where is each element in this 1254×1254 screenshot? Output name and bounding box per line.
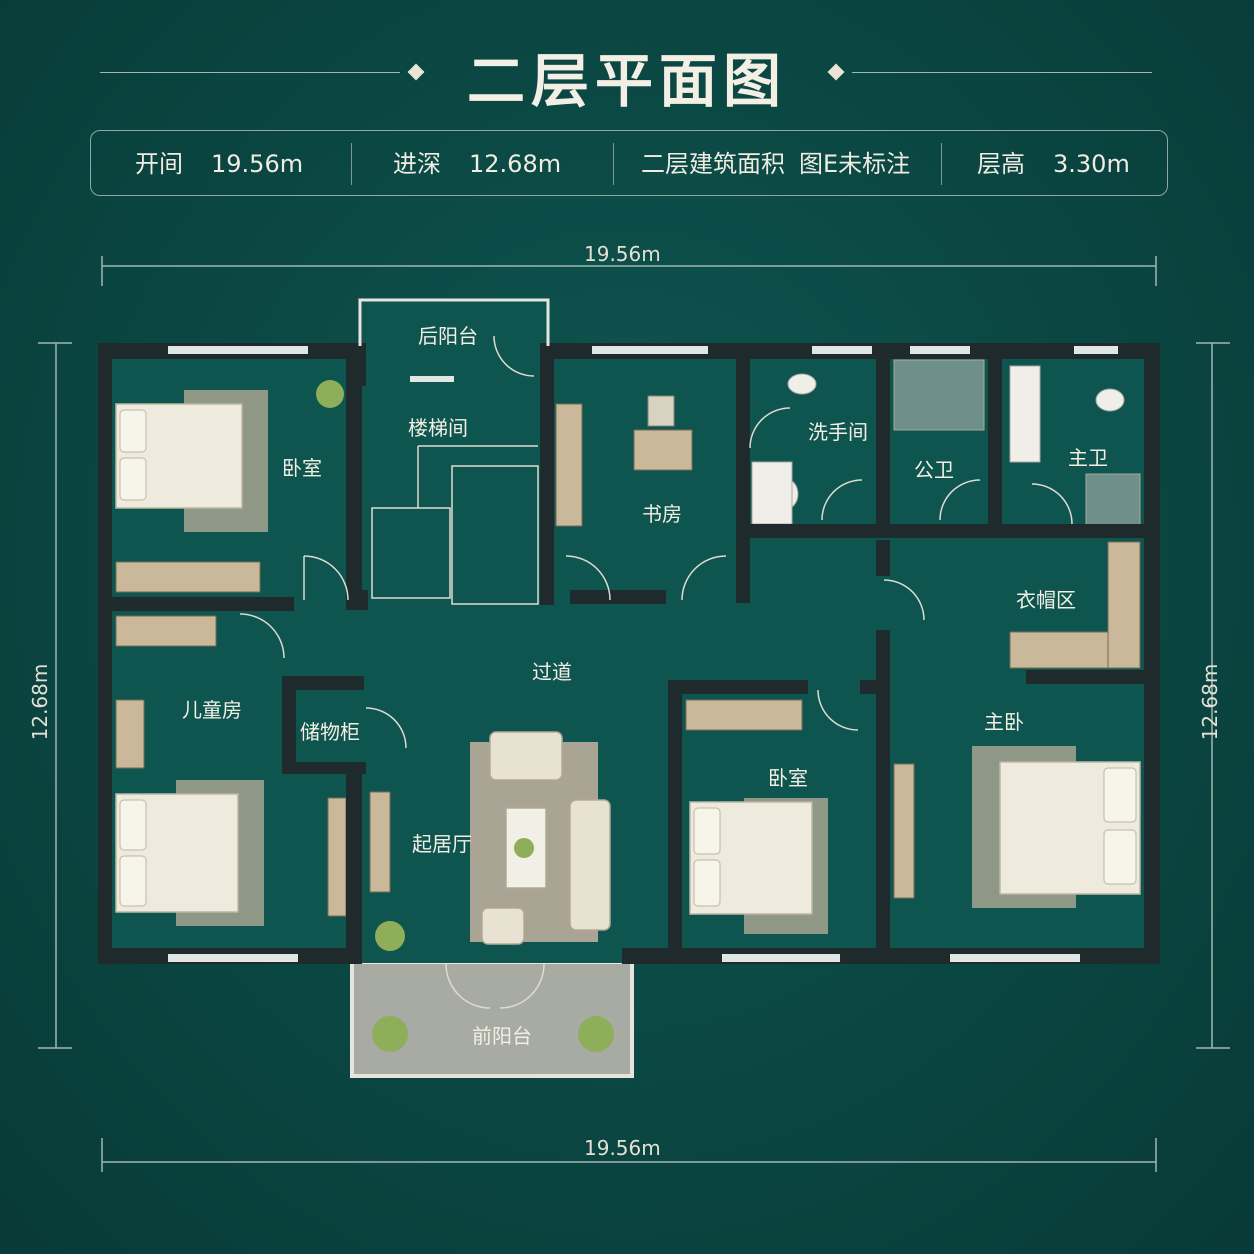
room-washroom: 洗手间 — [808, 420, 868, 444]
info-depth-value: 12.68m — [469, 150, 562, 178]
info-height: 层高 3.30m — [977, 131, 1130, 197]
room-corridor: 过道 — [532, 660, 572, 684]
info-depth-label: 进深 — [393, 150, 441, 178]
info-box: 开间 19.56m 进深 12.68m 二层建筑面积图E未标注 层高 3.30m — [90, 130, 1168, 196]
title-line-left — [100, 72, 400, 73]
room-kids: 儿童房 — [182, 698, 242, 722]
doors — [239, 335, 1073, 1009]
room-public-bath: 公卫 — [914, 458, 954, 482]
info-width-value: 19.56m — [211, 150, 304, 178]
info-divider — [351, 143, 352, 185]
room-living: 起居厅 — [412, 832, 472, 856]
info-width-label: 开间 — [135, 150, 183, 178]
room-master-bath: 主卫 — [1068, 446, 1108, 470]
info-area-value: 图E未标注 — [799, 150, 911, 178]
room-rear-balcony: 后阳台 — [418, 324, 478, 348]
info-depth: 进深 12.68m — [393, 131, 561, 197]
dimension-left: 12.68m — [28, 663, 52, 741]
dimension-right: 12.68m — [1198, 663, 1222, 741]
bath-fixtures — [751, 359, 1141, 529]
info-area: 二层建筑面积图E未标注 — [641, 131, 910, 197]
room-bedroom-mid: 卧室 — [768, 766, 808, 790]
info-height-label: 层高 — [977, 150, 1025, 178]
dimension-top: 19.56m — [584, 242, 661, 266]
info-width: 开间 19.56m — [135, 131, 303, 197]
stairs — [371, 445, 539, 605]
room-stairwell: 楼梯间 — [408, 416, 468, 440]
desk — [633, 429, 693, 471]
room-cloakroom: 衣帽区 — [1016, 588, 1076, 612]
room-bedroom-nw: 卧室 — [282, 456, 322, 480]
rear-balcony-rail — [358, 298, 550, 346]
room-study: 书房 — [642, 502, 682, 526]
page-title: 二层平面图 — [466, 47, 787, 115]
info-divider — [613, 143, 614, 185]
dimension-lines — [38, 256, 1230, 1172]
room-storage: 储物柜 — [300, 720, 360, 744]
info-height-value: 3.30m — [1053, 150, 1130, 178]
room-master-bedroom: 主卧 — [984, 710, 1024, 734]
sofa — [481, 731, 611, 945]
plant — [316, 380, 614, 1052]
room-front-balcony: 前阳台 — [472, 1024, 532, 1048]
title-line-right — [852, 72, 1152, 73]
dimension-bottom: 19.56m — [584, 1136, 661, 1160]
info-divider — [941, 143, 942, 185]
windows — [168, 346, 1118, 962]
info-area-label: 二层建筑面积 — [641, 150, 785, 178]
wardrobe — [115, 403, 1141, 917]
